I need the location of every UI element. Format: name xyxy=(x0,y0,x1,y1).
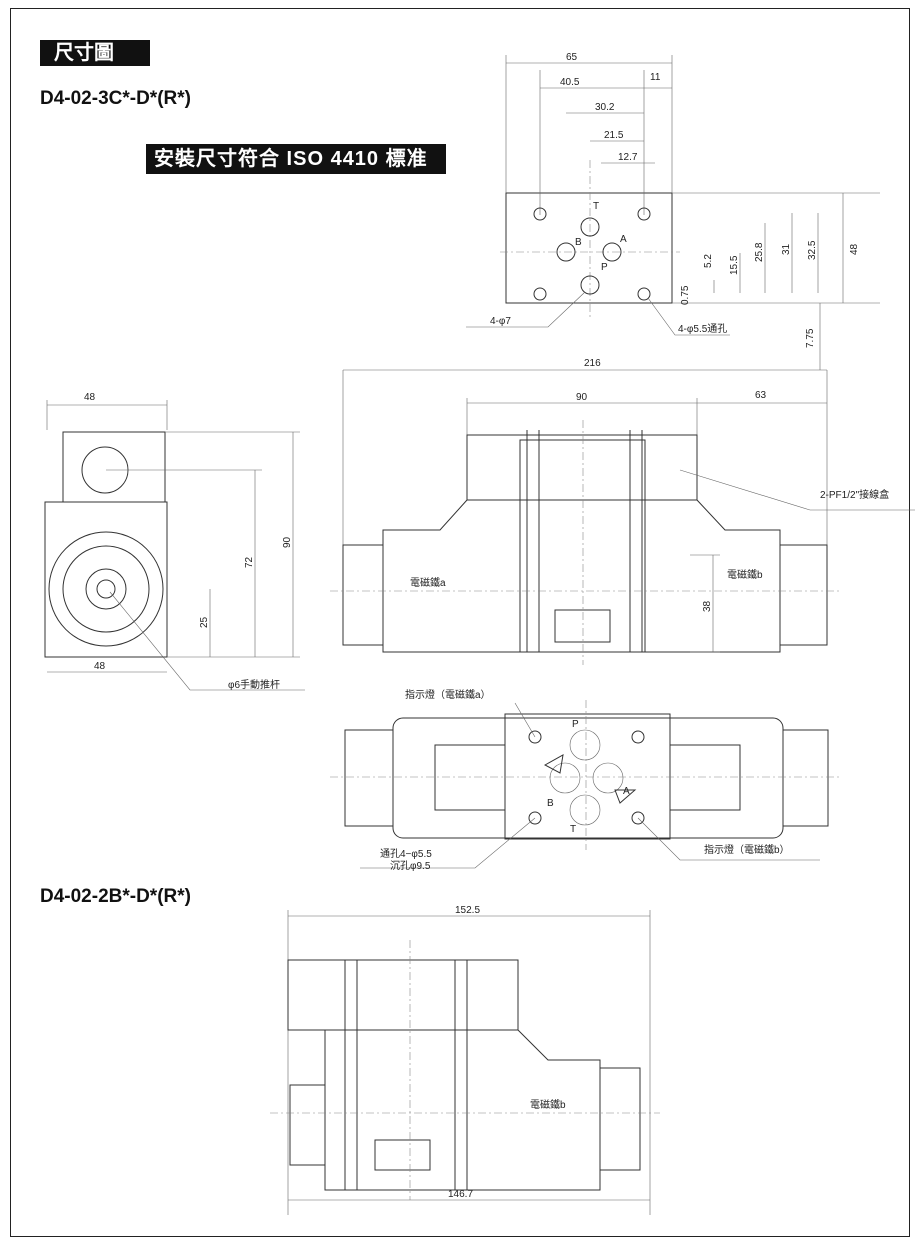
port-p: P xyxy=(601,262,608,273)
view-2b: 152.5 146.7 電磁鐵b xyxy=(270,905,660,1215)
dim-7-75: 7.75 xyxy=(805,328,816,348)
dim-side-72: 72 xyxy=(244,556,255,568)
dim-side-48-top: 48 xyxy=(84,392,96,403)
dim-40-5: 40.5 xyxy=(560,77,580,88)
iso-note: 安裝尺寸符合 ISO 4410 標准 xyxy=(146,144,446,174)
dim-90: 90 xyxy=(576,392,588,403)
front-view: 216 90 63 38 電磁鐵a 電磁鐵b 2-PF1/2"接線盒 xyxy=(330,358,915,665)
label-junction-box: 2-PF1/2"接線盒 xyxy=(820,488,889,501)
label-solenoid-b: 電磁鐵b xyxy=(727,568,763,581)
drawing-frame xyxy=(10,8,910,1237)
dim-15-5: 15.5 xyxy=(729,255,740,275)
top-port-p: P xyxy=(572,719,579,730)
dim-21-5: 21.5 xyxy=(604,130,624,141)
dim-152-5: 152.5 xyxy=(455,905,480,916)
label-counterbore: 沉孔φ9.5 xyxy=(390,859,431,872)
dim-146-7: 146.7 xyxy=(448,1189,473,1200)
dim-48: 48 xyxy=(849,243,860,255)
dim-5-2: 5.2 xyxy=(703,254,714,268)
dim-side-90: 90 xyxy=(282,536,293,548)
dim-11: 11 xyxy=(650,72,661,83)
dim-38: 38 xyxy=(702,600,713,612)
mounting-face-view: 65 40.5 11 30.2 21.5 12.7 48 32.5 31 25.… xyxy=(466,52,880,370)
dim-63: 63 xyxy=(755,390,767,401)
dim-65: 65 xyxy=(566,52,578,63)
callout-4-phi7: 4-φ7 xyxy=(490,316,511,327)
dim-side-25: 25 xyxy=(199,616,210,628)
top-view: 指示燈（電磁鐵a） 指示燈（電磁鐵b） 通孔4−φ5.5 沉孔φ9.5 P B … xyxy=(330,688,840,872)
label-lamp-b: 指示燈（電磁鐵b） xyxy=(704,843,790,856)
dim-25-8: 25.8 xyxy=(754,242,765,262)
dim-32-5: 32.5 xyxy=(807,240,818,260)
port-t: T xyxy=(593,201,599,212)
label-solenoid-a: 電磁鐵a xyxy=(410,576,446,589)
dim-0-75: 0.75 xyxy=(680,285,691,305)
label-lamp-a: 指示燈（電磁鐵a） xyxy=(405,688,491,701)
label-2b-solenoid-b: 電磁鐵b xyxy=(530,1098,566,1111)
label-through-hole: 通孔4−φ5.5 xyxy=(380,848,432,860)
dim-30-2: 30.2 xyxy=(595,102,615,113)
side-view: 48 90 72 25 48 φ6手動推杆 xyxy=(44,392,305,691)
callout-4-phi5-5: 4-φ5.5通孔 xyxy=(678,323,727,335)
dim-side-48-bottom: 48 xyxy=(94,661,106,672)
top-port-t: T xyxy=(570,824,576,835)
model-title-3c: D4-02-3C*-D*(R*) xyxy=(40,88,191,109)
port-a: A xyxy=(620,234,627,245)
top-port-a: A xyxy=(623,786,630,797)
port-b: B xyxy=(575,237,582,248)
model-title-2b: D4-02-2B*-D*(R*) xyxy=(40,886,191,907)
dim-12-7: 12.7 xyxy=(618,152,638,163)
section-title: 尺寸圖 xyxy=(40,40,150,66)
top-port-b: B xyxy=(547,798,554,809)
callout-manual-pin: φ6手動推杆 xyxy=(228,678,280,691)
dim-31: 31 xyxy=(781,243,792,255)
dim-216: 216 xyxy=(584,358,601,369)
